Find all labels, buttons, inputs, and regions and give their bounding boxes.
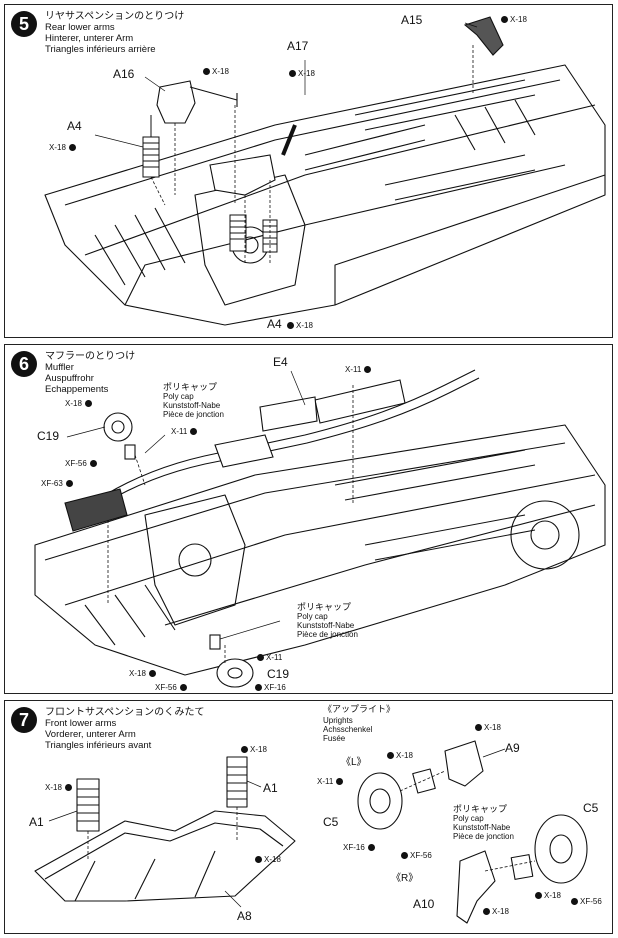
part-a17 bbox=[209, 154, 276, 196]
polycap-note-upper: ポリキャップ Poly cap Kunststoff-Nabe Pièce de… bbox=[163, 382, 224, 420]
label-x18-a8: X-18 bbox=[255, 855, 281, 864]
label-a1-right: A1 bbox=[263, 781, 278, 795]
label-x11-l: X-11 bbox=[317, 777, 345, 786]
label-a1-left: A1 bbox=[29, 815, 44, 829]
paint-dot-icon bbox=[203, 68, 210, 76]
label-xf63: XF-63 bbox=[41, 479, 75, 488]
label-c5-l: C5 bbox=[323, 815, 339, 829]
label-x18-a9: X-18 bbox=[475, 723, 501, 732]
paint-dot-icon bbox=[241, 746, 248, 754]
chassis-outline bbox=[34, 424, 606, 676]
label-x18-a4-bottom: X-18 bbox=[287, 321, 313, 330]
paint-dot-icon bbox=[255, 856, 262, 864]
label-e4: E4 bbox=[273, 355, 288, 369]
label-a17: A17 bbox=[287, 39, 309, 53]
part-a10 bbox=[456, 850, 496, 924]
exhaust-pipe bbox=[104, 369, 476, 496]
paint-dot-icon bbox=[571, 898, 578, 906]
uprights-note: 《アップライト》 Uprights Achsschenkel Fusée bbox=[323, 704, 396, 744]
paint-dot-icon bbox=[89, 460, 97, 468]
paint-dot-icon bbox=[190, 428, 198, 436]
paint-dot-icon bbox=[64, 784, 72, 792]
label-x18-bottom: X-18 bbox=[129, 669, 158, 678]
label-x18-a1-left: X-18 bbox=[45, 783, 74, 792]
paint-dot-icon bbox=[257, 654, 264, 662]
paint-dot-icon bbox=[336, 778, 344, 786]
step-number: 6 bbox=[11, 351, 37, 377]
label-c5-r: C5 bbox=[583, 801, 599, 815]
paint-dot-icon bbox=[501, 16, 508, 24]
label-x11-mid: X-11 bbox=[171, 427, 199, 436]
paint-dot-icon bbox=[475, 724, 482, 732]
label-a16: A16 bbox=[113, 67, 135, 81]
polycap-note-lower: ポリキャップ Poly cap Kunststoff-Nabe Pièce de… bbox=[297, 602, 358, 640]
paint-dot-icon bbox=[367, 844, 375, 852]
label-x18-a15: X-18 bbox=[501, 15, 527, 24]
label-x11-bottom: X-11 bbox=[257, 653, 282, 662]
label-a8: A8 bbox=[237, 909, 252, 923]
label-x18-c19: X-18 bbox=[65, 399, 94, 408]
label-x11-top: X-11 bbox=[345, 365, 373, 374]
label-c19-top: C19 bbox=[37, 429, 60, 443]
label-a4-bottom: A4 bbox=[267, 317, 282, 331]
label-xf56-top: XF-56 bbox=[65, 459, 99, 468]
part-e4-muffler bbox=[314, 379, 406, 424]
label-xf56-bottom: XF-56 bbox=[155, 683, 189, 692]
step-number: 5 bbox=[11, 11, 37, 37]
label-x18-a10: X-18 bbox=[483, 907, 509, 916]
part-a16 bbox=[156, 80, 196, 124]
front-suspension-drawing bbox=[34, 740, 588, 924]
tail-muffler bbox=[64, 488, 128, 532]
label-c19-bottom: C19 bbox=[267, 667, 290, 681]
part-a15 bbox=[463, 16, 504, 56]
label-xf16: XF-16 bbox=[255, 683, 286, 692]
paint-dot-icon bbox=[387, 752, 394, 760]
label-left-side: 《L》 bbox=[341, 757, 367, 768]
spring-a4-left bbox=[142, 115, 160, 178]
step-number: 7 bbox=[11, 707, 37, 733]
paint-dot-icon bbox=[65, 480, 73, 488]
label-a10: A10 bbox=[413, 897, 435, 911]
step-7-panel: 7 フロントサスペンションのくみたて Front lower arms Vord… bbox=[4, 700, 613, 934]
paint-dot-icon bbox=[483, 908, 490, 916]
paint-dot-icon bbox=[84, 400, 92, 408]
rear-gearbox bbox=[194, 174, 306, 306]
part-a9 bbox=[444, 740, 484, 787]
paint-dot-icon bbox=[179, 684, 187, 692]
label-a15: A15 bbox=[401, 13, 423, 27]
label-x18-a16: X-18 bbox=[203, 67, 229, 76]
label-xf16-l: XF-16 bbox=[343, 843, 377, 852]
paint-dot-icon bbox=[287, 322, 294, 330]
center-silencer bbox=[214, 434, 274, 468]
paint-dot-icon bbox=[401, 852, 408, 860]
step-title: リヤサスペンションのとりつけ Rear lower arms Hinterer,… bbox=[45, 11, 185, 55]
part-a8-frame bbox=[34, 810, 296, 902]
label-a9: A9 bbox=[505, 741, 520, 755]
label-x18-l: X-18 bbox=[387, 751, 413, 760]
paint-dot-icon bbox=[535, 892, 542, 900]
step-6-panel: 6 マフラーのとりつけ Muffler Auspuffrohr Echappem… bbox=[4, 344, 613, 694]
paint-dot-icon bbox=[364, 366, 372, 374]
paint-dot-icon bbox=[289, 70, 296, 78]
paint-dot-icon bbox=[68, 144, 76, 152]
step-title: マフラーのとりつけ Muffler Auspuffrohr Echappemen… bbox=[45, 351, 136, 395]
step-title: フロントサスペンションのくみたて Front lower arms Vorder… bbox=[45, 707, 205, 751]
spring-center bbox=[229, 214, 247, 252]
label-x18-a1-right: X-18 bbox=[241, 745, 267, 754]
muffler-chassis-drawing bbox=[34, 369, 606, 688]
polycap-note: ポリキャップ Poly cap Kunststoff-Nabe Pièce de… bbox=[453, 804, 514, 842]
label-right-side: 《R》 bbox=[391, 873, 419, 884]
label-x18-r: X-18 bbox=[535, 891, 561, 900]
step-5-panel: 5 リヤサスペンションのとりつけ Rear lower arms Hintere… bbox=[4, 4, 613, 338]
label-xf56-r: XF-56 bbox=[571, 897, 602, 906]
label-x18-a4-left: X-18 bbox=[49, 143, 78, 152]
label-x18-a17: X-18 bbox=[289, 69, 315, 78]
label-a4-left: A4 bbox=[67, 119, 82, 133]
rear-chassis-drawing bbox=[44, 16, 606, 326]
label-xf56-l: XF-56 bbox=[401, 851, 432, 860]
paint-dot-icon bbox=[148, 670, 156, 678]
paint-dot-icon bbox=[255, 684, 262, 692]
chassis-tub-outline bbox=[44, 64, 606, 326]
